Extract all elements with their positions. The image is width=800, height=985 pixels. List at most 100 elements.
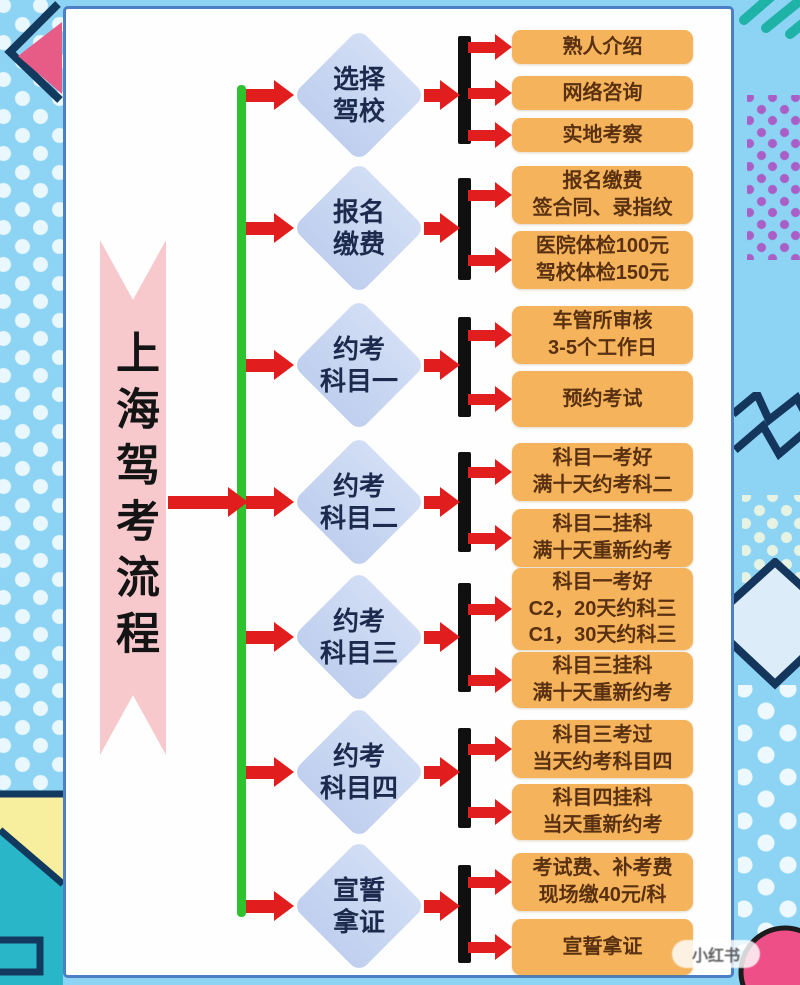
arrow-head (495, 322, 512, 348)
bar-to-box-arrow (468, 247, 512, 273)
detail-box: 考试费、补考费 现场缴40元/科 (512, 853, 693, 911)
arrow-shaft (424, 358, 440, 372)
spine-to-diamond-arrow (246, 757, 294, 787)
arrow-shaft (468, 466, 495, 478)
bar-to-box-arrow (468, 182, 512, 208)
detail-line: 预约考试 (562, 387, 643, 410)
detail-line: 签合同、录指纹 (532, 197, 673, 219)
bar-to-box-arrow (468, 386, 512, 412)
arrow-head (495, 80, 512, 106)
polka-dots-bottom-right-decoration (738, 685, 800, 950)
arrow-head (495, 736, 512, 762)
detail-line: 宣誓拿证 (562, 935, 643, 958)
arrow-head (274, 350, 294, 380)
arrow-head (495, 525, 512, 551)
detail-line: 满十天重新约考 (532, 682, 673, 704)
step-title: 报名 缴费 (293, 162, 425, 294)
diamond-outline-icon (733, 558, 800, 690)
polka-dots-left-decoration (0, 0, 63, 800)
arrow-head (495, 596, 512, 622)
arrow-shaft (424, 221, 440, 235)
corner-shapes-icon (0, 790, 63, 985)
spine-to-diamond-arrow (246, 622, 294, 652)
detail-box: 实地考察 (512, 118, 693, 152)
spine-to-diamond-arrow (246, 891, 294, 921)
arrow-shaft (468, 603, 495, 615)
bar-to-box-arrow (468, 80, 512, 106)
detail-line: 报名缴费 (562, 170, 643, 193)
arrow-shaft (468, 329, 495, 341)
diamond-to-bar-arrow (424, 487, 460, 517)
corner-triangle-icon (4, 1, 63, 103)
arrow-head (495, 934, 512, 960)
detail-box: 科目二挂科 满十天重新约考 (512, 509, 693, 567)
step-title-line: 拿证 (332, 907, 385, 937)
arrow-shaft (246, 765, 274, 779)
step-title-line: 约考 (332, 740, 385, 771)
detail-box: 医院体检100元 驾校体检150元 (512, 231, 693, 289)
arrow-shaft (424, 899, 440, 913)
arrow-head (274, 213, 294, 243)
connector-bar (458, 728, 471, 828)
arrow-shaft (468, 806, 495, 818)
detail-box: 科目三考过 当天约考科目四 (512, 720, 693, 778)
step-title-line: 约考 (332, 333, 385, 364)
arrow-head (440, 350, 460, 380)
detail-box: 宣誓拿证 (512, 919, 693, 975)
banner-to-spine-arrow (168, 487, 248, 517)
step-diamond-4: 约考 科目二 (292, 435, 426, 569)
diamond-to-bar-arrow (424, 891, 460, 921)
connector-bar (458, 865, 471, 963)
detail-line: 当天约考科目四 (532, 751, 673, 773)
detail-line: 满十天重新约考 (532, 540, 673, 562)
detail-line: 3-5个工作日 (548, 337, 657, 359)
detail-box: 科目四挂科 当天重新约考 (512, 784, 693, 840)
diamond-to-bar-arrow (424, 80, 460, 110)
detail-box: 科目三挂科 满十天重新约考 (512, 652, 693, 708)
detail-line: 科目三挂科 (552, 655, 653, 678)
arrow-shaft (468, 941, 495, 953)
purple-dots-decoration (747, 95, 800, 260)
diamond-to-bar-arrow (424, 213, 460, 243)
detail-line: 考试费、补考费 (532, 857, 673, 880)
step-title: 约考 科目三 (293, 571, 425, 703)
detail-line: 网络咨询 (562, 81, 643, 104)
arrow-shaft (424, 765, 440, 779)
step-title: 约考 科目一 (293, 299, 425, 431)
detail-line: 科目一考好 (552, 570, 653, 593)
arrow-head (228, 487, 248, 517)
arrow-shaft (246, 899, 274, 913)
arrow-shaft (468, 87, 495, 99)
arrow-shaft (246, 358, 274, 372)
arrow-shaft (468, 674, 495, 686)
arrow-head (274, 487, 294, 517)
step-title-line: 科目三 (319, 638, 398, 668)
step-title-line: 报名 (332, 196, 385, 227)
detail-line: 现场缴40元/科 (538, 884, 667, 906)
arrow-head (274, 891, 294, 921)
detail-line: 医院体检100元 (535, 235, 670, 258)
arrow-head (495, 34, 512, 60)
step-diamond-2: 报名 缴费 (292, 161, 426, 295)
diamond-to-bar-arrow (424, 757, 460, 787)
arrow-head (274, 757, 294, 787)
bar-to-box-arrow (468, 322, 512, 348)
spine-to-diamond-arrow (246, 80, 294, 110)
arrow-head (495, 459, 512, 485)
step-diamond-7: 宣誓 拿证 (292, 839, 426, 973)
detail-line: 科目二挂科 (552, 513, 653, 536)
arrow-head (495, 182, 512, 208)
connector-bar (458, 36, 471, 144)
arrow-shaft (246, 630, 274, 644)
arrow-shaft (468, 254, 495, 266)
arrow-shaft (424, 630, 440, 644)
arrow-head (495, 667, 512, 693)
arrow-head (495, 869, 512, 895)
spine-to-diamond-arrow (246, 213, 294, 243)
step-title: 选择 驾校 (293, 29, 425, 161)
step-title-line: 科目一 (319, 366, 398, 396)
bar-to-box-arrow (468, 799, 512, 825)
teal-stripes-icon (739, 0, 800, 39)
detail-line: 科目三考过 (552, 724, 653, 747)
detail-box: 科目一考好 满十天约考科二 (512, 443, 693, 501)
